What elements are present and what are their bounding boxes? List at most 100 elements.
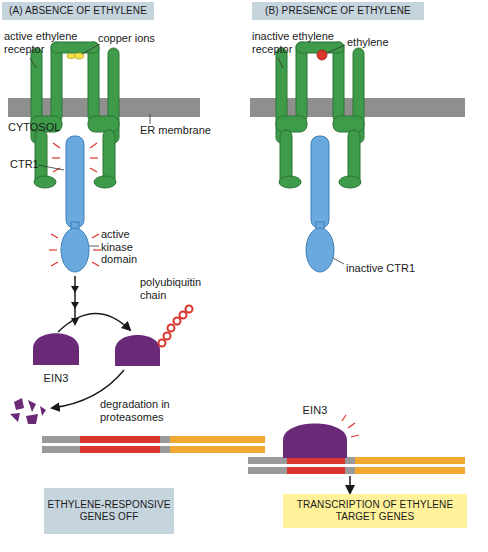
protein-shape bbox=[283, 424, 347, 459]
callout-label: ER membrane bbox=[140, 124, 220, 137]
ein3-protein: EIN3 bbox=[280, 404, 350, 460]
dna-strand bbox=[80, 436, 160, 443]
polyubiquitin-chain bbox=[186, 306, 193, 313]
ctr1-kinase bbox=[61, 136, 89, 272]
ethylene-receptor bbox=[88, 116, 119, 132]
activity-marks bbox=[53, 143, 60, 148]
ethylene-receptor bbox=[51, 42, 99, 53]
ethylene-receptor bbox=[279, 176, 301, 188]
node-texts: (A) ABSENCE OF ETHYLENE bbox=[2, 2, 154, 20]
polyubiquitin-chain bbox=[168, 325, 175, 332]
dna-strand bbox=[170, 436, 265, 443]
dna-strand bbox=[42, 436, 265, 443]
activity-marks bbox=[52, 157, 60, 158]
ethylene-receptor bbox=[333, 42, 344, 122]
polyubiquitin-chain bbox=[174, 318, 181, 325]
node-text: EIN3 bbox=[30, 372, 82, 385]
activity-marks bbox=[49, 249, 57, 250]
panel-header: (B) PRESENCE OF ETHYLENE bbox=[252, 2, 424, 20]
activity-marks bbox=[351, 435, 359, 437]
activity-marks bbox=[92, 262, 99, 266]
signal-arrow bbox=[74, 276, 76, 322]
ethylene-receptor bbox=[276, 42, 307, 188]
activity-marks bbox=[90, 168, 97, 172]
callout-label: degradation in proteasomes bbox=[100, 398, 190, 423]
activity-marks bbox=[342, 415, 346, 421]
node-text: TRANSCRIPTION OF ETHYLENE TARGET GENES bbox=[286, 499, 464, 523]
node-texts: EIN3 bbox=[30, 372, 82, 385]
degraded-fragments bbox=[14, 398, 24, 410]
activity-marks bbox=[348, 423, 355, 428]
ethylene-receptor bbox=[333, 116, 364, 132]
dna-strand bbox=[248, 467, 465, 474]
ethylene-receptor bbox=[339, 176, 361, 188]
ubiquitinated-ein3 bbox=[115, 335, 160, 366]
leader-line bbox=[150, 114, 151, 124]
callout-label: CTR1 bbox=[10, 158, 50, 171]
leader-line bbox=[333, 258, 344, 264]
callout-label: ethylene bbox=[347, 36, 417, 49]
ethylene-receptor bbox=[51, 42, 62, 122]
polyubiquitin-chain bbox=[159, 340, 166, 347]
leader-line bbox=[30, 58, 36, 68]
transcription-arrow bbox=[349, 476, 351, 493]
dna-strand bbox=[355, 467, 465, 474]
node-text: EIN3 bbox=[280, 404, 350, 417]
ethylene-receptor bbox=[34, 176, 56, 188]
dna-strand bbox=[170, 446, 265, 453]
dna-strand bbox=[42, 446, 265, 453]
callout-label: polyubiquitin chain bbox=[140, 276, 220, 301]
ctr1-kinase bbox=[61, 228, 89, 272]
degraded-fragments bbox=[28, 400, 36, 412]
node-text: (A) ABSENCE OF ETHYLENE bbox=[9, 5, 147, 17]
node-texts: EIN3 bbox=[280, 404, 350, 417]
copper-ion bbox=[67, 53, 75, 58]
callout-label: active kinase domain bbox=[101, 228, 151, 266]
degraded-fragments bbox=[26, 414, 38, 424]
dna-strand bbox=[248, 457, 465, 474]
dna-strand bbox=[287, 457, 345, 464]
dna-strand bbox=[287, 467, 345, 474]
leader-line bbox=[89, 246, 99, 247]
activity-marks bbox=[90, 157, 98, 158]
ethylene-molecule bbox=[317, 50, 327, 60]
polyubiquitin-chain bbox=[159, 306, 193, 347]
polyubiquitin-chain bbox=[164, 333, 171, 340]
ctr1-kinase bbox=[66, 136, 84, 228]
protein-outline bbox=[30, 330, 82, 367]
ethylene-receptor bbox=[276, 116, 307, 132]
degraded-fragments bbox=[40, 406, 46, 416]
ethylene-receptor bbox=[296, 42, 307, 122]
leader-line bbox=[327, 45, 345, 53]
node-texts: TRANSCRIPTION OF ETHYLENE TARGET GENES bbox=[283, 494, 467, 528]
protein-outline bbox=[280, 420, 350, 460]
dna-strand bbox=[42, 436, 265, 453]
callout-label: CYTOSOL bbox=[8, 121, 78, 134]
ethylene-receptor bbox=[88, 42, 119, 188]
leader-line bbox=[82, 44, 100, 54]
activity-marks bbox=[49, 143, 101, 266]
node-text: ETHYLENE-RESPONSIVE GENES OFF bbox=[47, 499, 171, 523]
ethylene-receptor bbox=[94, 176, 116, 188]
panel-header: (A) ABSENCE OF ETHYLENE bbox=[2, 2, 154, 20]
activity-marks bbox=[93, 249, 101, 250]
gene-state-box: TRANSCRIPTION OF ETHYLENE TARGET GENES bbox=[283, 494, 467, 528]
ctr1-kinase bbox=[306, 136, 334, 272]
ethylene-receptor bbox=[88, 42, 99, 122]
leader-line bbox=[30, 44, 345, 264]
node-texts: (B) PRESENCE OF ETHYLENE bbox=[252, 2, 424, 20]
protein-shape bbox=[33, 333, 79, 365]
leader-line bbox=[278, 58, 283, 68]
callout-label: inactive CTR1 bbox=[346, 262, 446, 275]
callout-label: inactive ethylene receptor bbox=[252, 30, 352, 55]
node-text: (B) PRESENCE OF ETHYLENE bbox=[265, 5, 411, 17]
activity-marks bbox=[51, 234, 58, 238]
callout-label: copper ions bbox=[98, 32, 168, 45]
ubiquitination-arrow bbox=[58, 313, 130, 332]
polyubiquitin-chain bbox=[180, 312, 187, 319]
leader-line bbox=[38, 165, 64, 170]
signal-arrow bbox=[71, 286, 79, 293]
signal-arrow bbox=[71, 302, 79, 309]
callout-label: active ethylene receptor bbox=[4, 30, 94, 55]
